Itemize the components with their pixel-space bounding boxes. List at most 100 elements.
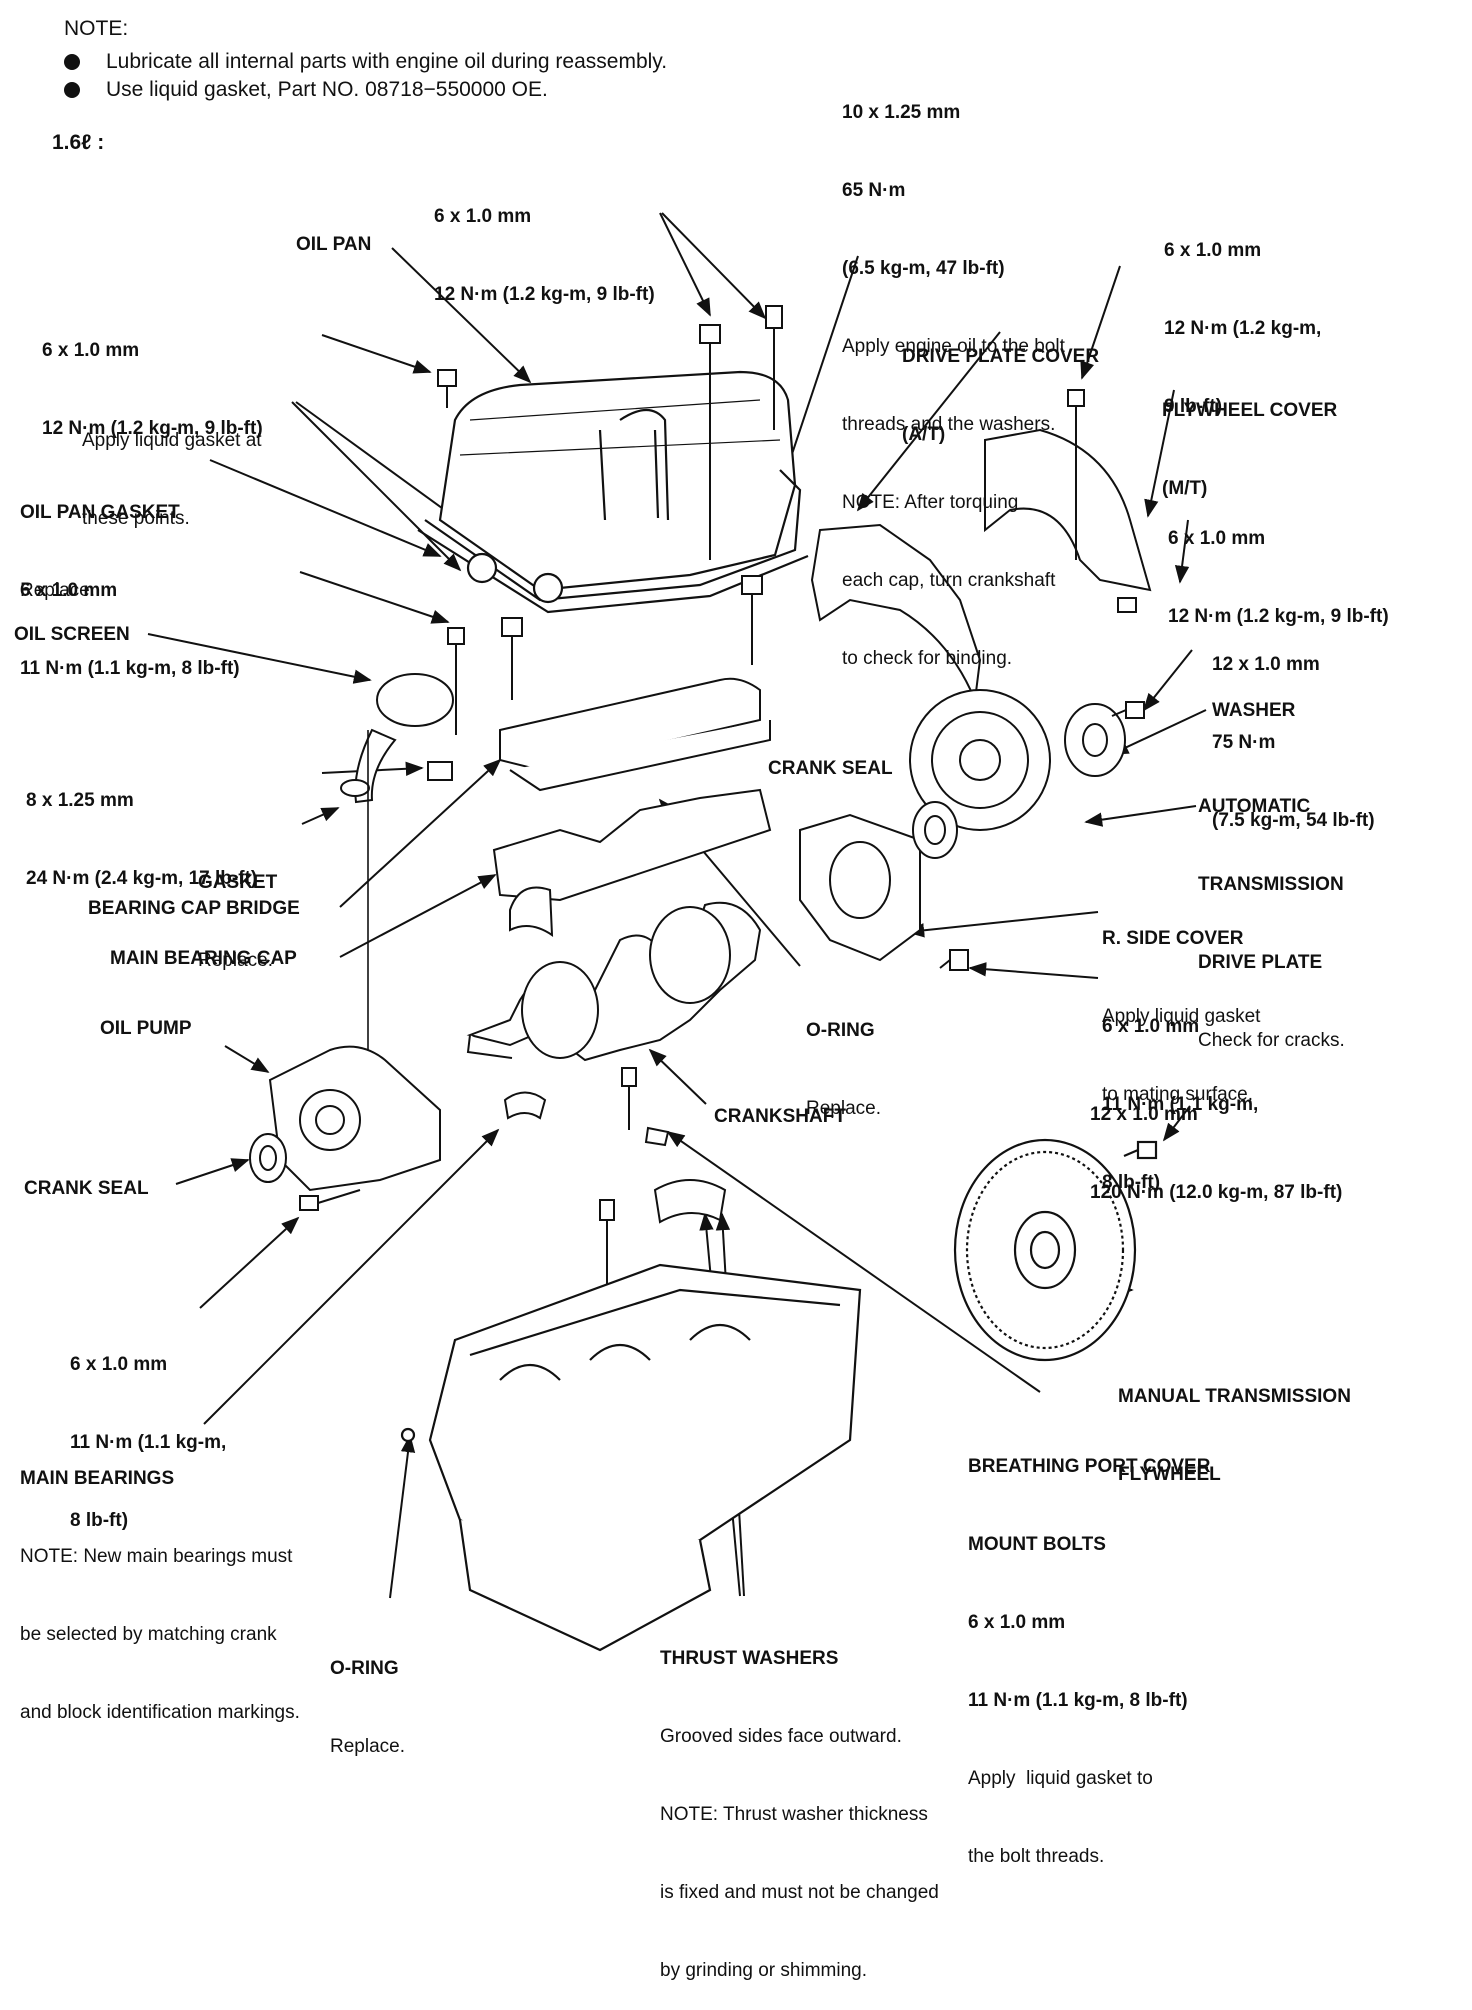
spec-line: 12 N·m (1.2 kg-m, 9 lb-ft) [42, 418, 263, 439]
note-item: Use liquid gasket, Part NO. 08718−550000… [60, 76, 667, 104]
bearing-cap-bridge-label: BEARING CAP BRIDGE [88, 898, 300, 919]
label-line: AUTOMATIC [1198, 796, 1311, 817]
spec-line: (7.5 kg-m, 54 lb-ft) [1212, 810, 1375, 831]
label-line: 11 N·m (1.1 kg-m, 8 lb-ft) [968, 1690, 1188, 1711]
main-bearings-label: MAIN BEARINGS NOTE: New main bearings mu… [20, 1414, 300, 1752]
crankshaft [466, 901, 762, 1062]
label-line: by grinding or shimming. [660, 1960, 867, 1981]
label-line: Apply liquid gasket [1102, 1006, 1261, 1027]
thrust-washers-label: THRUST WASHERS Grooved sides face outwar… [660, 1594, 939, 2010]
spec-line: each cap, turn crankshaft [842, 570, 1056, 591]
label-line: TRANSMISSION [1198, 874, 1344, 895]
exploded-engine-diagram [147, 212, 1207, 1652]
note-line: these points. [82, 508, 190, 529]
spec-line: 12 N·m (1.2 kg-m, 9 lb-ft) [1168, 606, 1389, 627]
oil-pan-label: OIL PAN [296, 234, 372, 255]
label-line: BREATHING PORT COVER [968, 1456, 1211, 1477]
label-line: the bolt threads. [968, 1846, 1105, 1867]
label-line: MOUNT BOLTS [968, 1534, 1106, 1555]
spec-line: 6 x 1.0 mm [1168, 528, 1266, 549]
flywheel-bolt-spec: 12 x 1.0 mm 120 N·m (12.0 kg-m, 87 lb-ft… [1090, 1050, 1342, 1232]
spec-line: (6.5 kg-m, 47 lb-ft) [842, 258, 1005, 279]
oil-screen-label: OIL SCREEN [14, 624, 130, 645]
label-line: and block identification markings. [20, 1702, 300, 1723]
oil-pan-gasket-label: OIL PAN GASKET Replace. [20, 448, 180, 630]
spec-line: 65 N·m [842, 180, 906, 201]
drive-plate-cover-label: DRIVE PLATE COVER (A/T) [902, 292, 1099, 474]
flywheel-cover [984, 389, 1152, 613]
spec-line: 120 N·m (12.0 kg-m, 87 lb-ft) [1090, 1182, 1343, 1203]
screen-bolt-spec: 6 x 1.0 mm 11 N·m (1.1 kg-m, 8 lb-ft) [20, 526, 240, 708]
bearing-cap-bridge [492, 617, 772, 937]
label-line: Replace. [198, 950, 273, 971]
label-line: FLYWHEEL COVER [1162, 400, 1338, 421]
spec-line: 12 x 1.0 mm [1090, 1104, 1198, 1125]
spec-line: 12 N·m (1.2 kg-m, [1164, 318, 1322, 339]
main-bearing-cap-label: MAIN BEARING CAP [110, 948, 297, 969]
crankshaft-label: CRANKSHAFT [714, 1106, 846, 1127]
spec-line: 6 x 1.0 mm [1164, 240, 1262, 261]
right-side-cover [799, 801, 969, 971]
spec-line: 6 x 1.0 mm [20, 580, 118, 601]
note-line: Apply liquid gasket at [82, 430, 262, 451]
engine-label: 1.6ℓ : [52, 131, 105, 154]
note-item: Lubricate all internal parts with engine… [60, 48, 667, 76]
oring-mid-label: O-RING Replace. [806, 966, 881, 1148]
spec-line: 12 x 1.0 mm [1212, 654, 1320, 675]
label-line: is fixed and must not be changed [660, 1882, 939, 1903]
label-line: DRIVE PLATE COVER [902, 346, 1100, 367]
spec-line: 8 lb-ft) [1102, 1172, 1161, 1193]
label-line: Check for cracks. [1198, 1030, 1345, 1051]
spec-line: 6 x 1.0 mm [1102, 1016, 1200, 1037]
spec-line: 11 N·m (1.1 kg-m, [70, 1432, 227, 1453]
spec-line: 12 N·m (1.2 kg-m, 9 lb-ft) [434, 284, 655, 305]
oil-pump [249, 730, 441, 1211]
label-line: R. SIDE COVER [1102, 928, 1244, 949]
label-line: be selected by matching crank [20, 1624, 277, 1645]
engine-block [400, 1263, 862, 1652]
label-line: MANUAL TRANSMISSION [1118, 1386, 1351, 1407]
pan-bolt-top-spec: 6 x 1.0 mm 12 N·m (1.2 kg-m, 9 lb-ft) [434, 152, 655, 334]
apply-gasket-note: Apply liquid gasket at these points. [82, 376, 262, 558]
label-line: O-RING [806, 1020, 875, 1041]
label-line: Apply liquid gasket to [968, 1768, 1153, 1789]
cap-bolt-spec: 10 x 1.25 mm 65 N·m (6.5 kg-m, 47 lb-ft)… [842, 48, 1065, 698]
label-line: FLYWHEEL [1118, 1464, 1221, 1485]
spec-line: 10 x 1.25 mm [842, 102, 961, 123]
oil-screen [340, 627, 465, 804]
spec-line: 11 N·m (1.1 kg-m, 8 lb-ft) [20, 658, 240, 679]
spec-line: 8 x 1.25 mm [26, 790, 134, 811]
oil-pump-label: OIL PUMP [100, 1018, 192, 1039]
flywheel [953, 1138, 1158, 1362]
oring-bottom-label: O-RING Replace. [330, 1604, 405, 1786]
crank-seal-left-label: CRANK SEAL [24, 1178, 149, 1199]
label-line: NOTE: New main bearings must [20, 1546, 293, 1567]
label-line: GASKET [198, 872, 278, 893]
side-cover-bolt-spec: 6 x 1.0 mm 11 N·m (1.1 kg-m, 8 lb-ft) [1102, 962, 1258, 1222]
note-list: Lubricate all internal parts with engine… [60, 48, 667, 104]
cover-bolt-top-spec: 6 x 1.0 mm 12 N·m (1.2 kg-m, 9 lb-ft) [1164, 186, 1321, 446]
label-line: THRUST WASHERS [660, 1648, 839, 1669]
label-line: OIL PAN GASKET [20, 502, 180, 523]
label-line: 6 x 1.0 mm [968, 1612, 1066, 1633]
spec-line: threads and the washers. [842, 414, 1056, 435]
spec-line: 8 lb-ft) [70, 1510, 129, 1531]
label-line: Replace. [20, 580, 95, 601]
label-line: (M/T) [1162, 478, 1208, 499]
drive-plate [909, 689, 1145, 831]
screen-nut-spec: 8 x 1.25 mm 24 N·m (2.4 kg-m, 17 lb-ft) [26, 736, 257, 918]
pan-bolt-left-spec: 6 x 1.0 mm 12 N·m (1.2 kg-m, 9 lb-ft) [42, 286, 263, 468]
drive-plate-cover [810, 523, 982, 704]
label-line: NOTE: Thrust washer thickness [660, 1804, 928, 1825]
pump-bolt-spec: 6 x 1.0 mm 11 N·m (1.1 kg-m, 8 lb-ft) [70, 1300, 226, 1560]
label-line: Grooved sides face outward. [660, 1726, 902, 1747]
spec-line: Apply engine oil to the bolt [842, 336, 1065, 357]
note-heading: NOTE: [64, 17, 129, 40]
spec-line: NOTE: After torquing [842, 492, 1019, 513]
label-line: O-RING [330, 1658, 399, 1679]
spec-line: 11 N·m (1.1 kg-m, [1102, 1094, 1259, 1115]
drive-plate-bolt-spec: 12 x 1.0 mm 75 N·m (7.5 kg-m, 54 lb-ft) [1212, 600, 1375, 860]
spec-line: 75 N·m [1212, 732, 1276, 753]
crank-seal-right-label: CRANK SEAL [768, 758, 893, 779]
label-line: MAIN BEARINGS [20, 1468, 175, 1489]
